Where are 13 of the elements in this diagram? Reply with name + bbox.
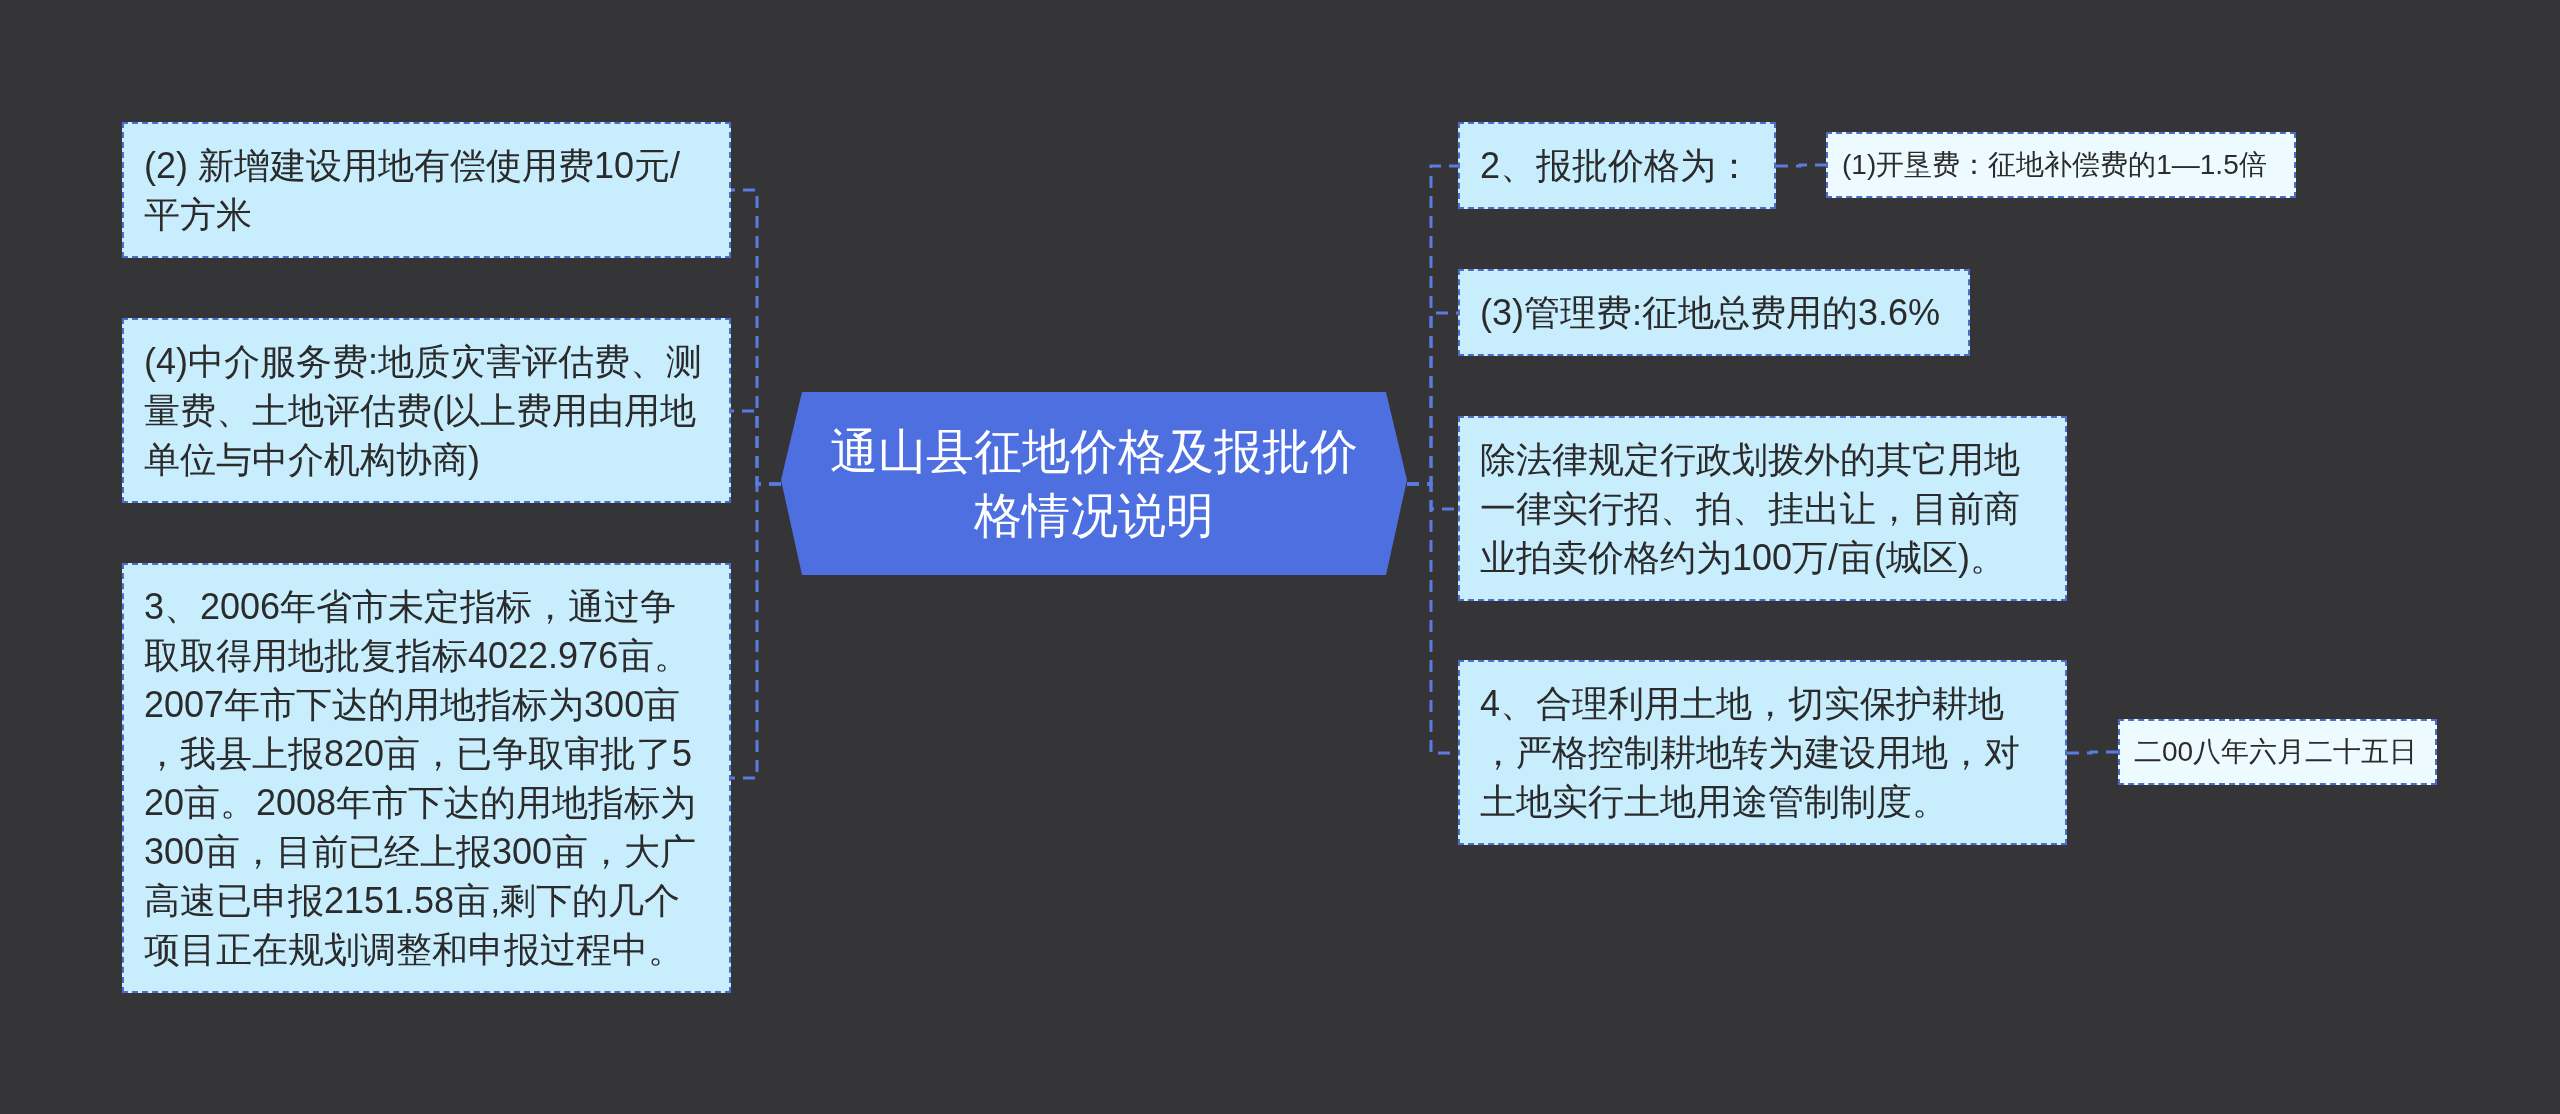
note-box: (1)开垦费：征地补偿费的1—1.5倍: [1826, 132, 2296, 198]
topic-box: 2、报批价格为：: [1458, 122, 1776, 209]
topic-box: 除法律规定行政划拨外的其它用地一律实行招、拍、挂出让，目前商业拍卖价格约为100万/亩(城区)。: [1458, 416, 2067, 601]
topic-box: 3、2006年省市未定指标，通过争取取得用地批复指标4022.976亩。2007年市下达的用地指标为300亩，我县上报820亩，已争取审批了520亩。2008年市下达的用地指标为300亩，目前已经上报300亩，大广高速已申报2151.58亩,剩下的几个项目正在规划调整和申报过程中。: [122, 563, 731, 993]
connector-line: [2067, 750, 2118, 755]
topic-box: (3)管理费:征地总费用的3.6%: [1458, 269, 1970, 356]
topic-box: (2) 新增建设用地有偿使用费10元/平方米: [122, 122, 731, 258]
topic-box: (4)中介服务费:地质灾害评估费、测量费、土地评估费(以上费用由用地单位与中介机构协商): [122, 318, 731, 503]
connector-line: [1776, 163, 1826, 168]
note-box: 二00八年六月二十五日: [2118, 719, 2437, 785]
topic-box: 4、合理利用土地，切实保护耕地，严格控制耕地转为建设用地，对土地实行土地用途管制制度。: [1458, 660, 2067, 845]
title-hexagon: 通山县征地价格及报批价格情况说明: [781, 392, 1407, 575]
connector-line: [731, 482, 781, 780]
